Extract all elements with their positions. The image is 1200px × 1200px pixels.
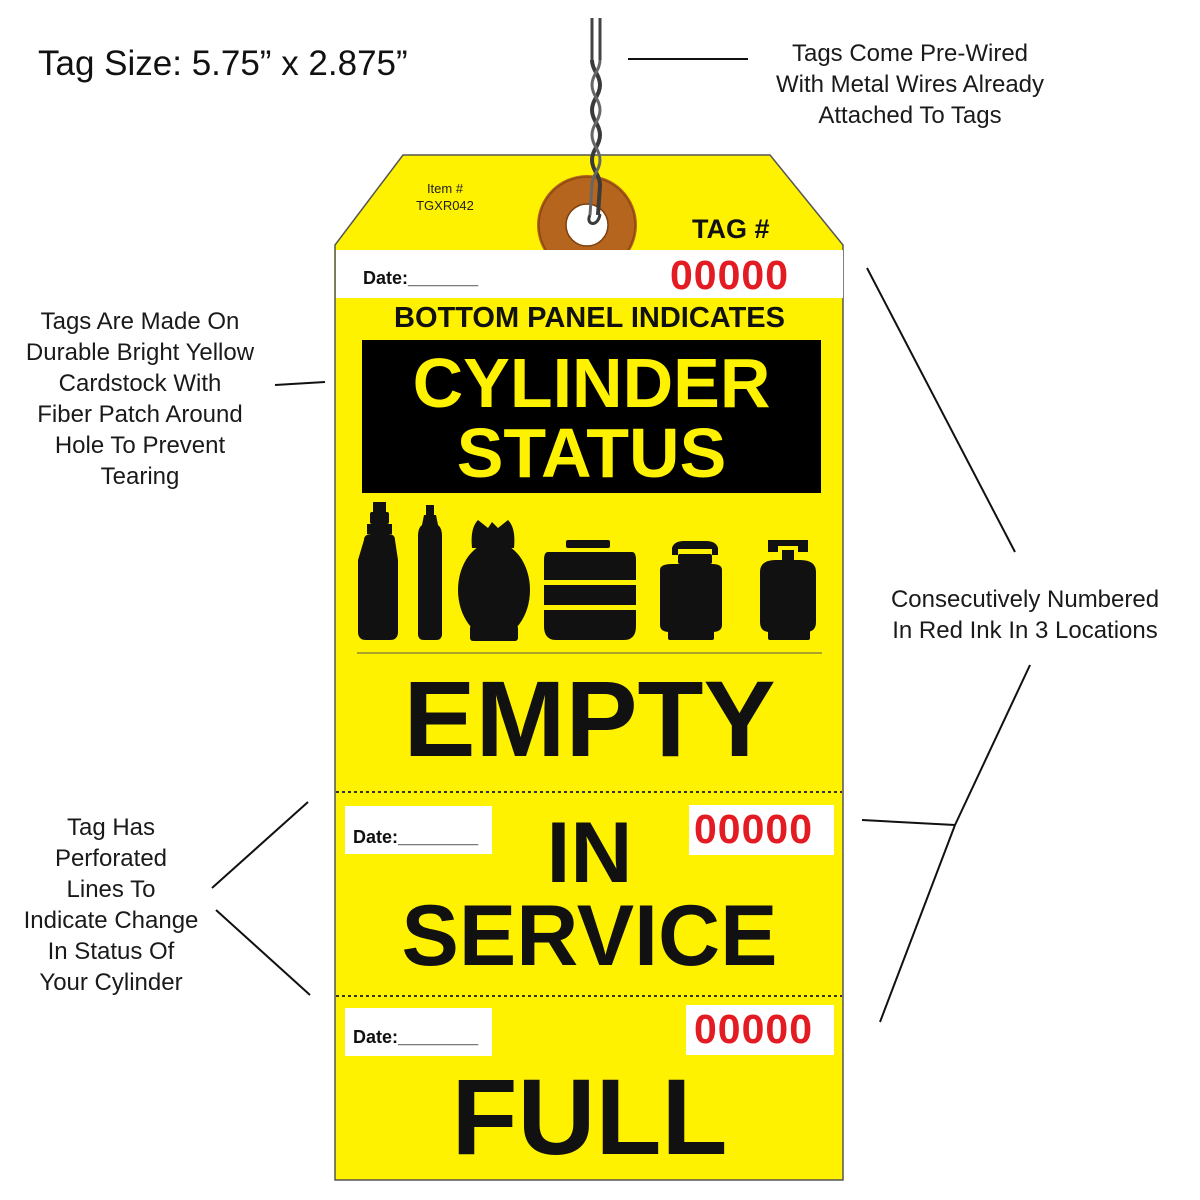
cardstock-note-line: Tearing — [100, 463, 180, 490]
title-line-cylinder: CYLINDER — [412, 344, 771, 422]
bottom-number-box — [686, 1005, 834, 1055]
cardstock-note: Tags Are Made On Durable Bright Yellow C… — [10, 306, 270, 492]
cardstock-note-line: Cardstock With — [58, 370, 222, 397]
middle-number-box — [689, 805, 834, 855]
date-field-top: Date:_______ — [363, 268, 479, 288]
title-bar — [362, 340, 821, 493]
numbering-note: Consecutively Numbered In Red Ink In 3 L… — [870, 584, 1180, 646]
date-field-middle: Date:________ — [353, 827, 479, 847]
propane-tank-icon — [760, 540, 816, 640]
slim-cylinder-icon — [418, 505, 442, 640]
status-full: FULL — [451, 1056, 728, 1177]
item-code: TGXR042 — [416, 198, 474, 213]
tag-number-middle: 00000 — [694, 806, 814, 852]
status-in: IN — [546, 805, 633, 901]
item-number: Item # TGXR042 — [405, 180, 485, 214]
status-empty: EMPTY — [403, 658, 776, 779]
tag-number-top: 00000 — [670, 252, 790, 298]
perforated-note-line: Lines To — [66, 876, 156, 903]
top-white-strip — [336, 250, 843, 298]
wire-note-line: With Metal Wires Already — [775, 71, 1045, 98]
forklift-propane-tank-icon — [660, 541, 722, 640]
wire-note-line: Attached To Tags — [818, 102, 1002, 129]
wire-note-line: Tags Come Pre-Wired — [791, 40, 1029, 67]
tall-bottle-cylinder-icon — [358, 502, 398, 640]
numbering-note-line: In Red Ink In 3 Locations — [892, 617, 1158, 644]
perforated-note: Tag Has Perforated Lines To Indicate Cha… — [6, 812, 216, 998]
status-service: SERVICE — [401, 888, 778, 984]
bottom-date-box — [345, 1008, 492, 1056]
cardstock-note-line: Tags Are Made On — [40, 308, 240, 335]
perforated-note-line: Perforated — [54, 845, 168, 872]
date-field-bottom: Date:________ — [353, 1027, 479, 1047]
tag-number-bottom: 00000 — [694, 1006, 814, 1052]
perforated-note-line: Tag Has — [66, 814, 156, 841]
perforated-note-line: Your Cylinder — [39, 969, 183, 996]
keg-icon — [544, 540, 636, 640]
tag-number-label: TAG # — [692, 214, 770, 244]
title-line-status: STATUS — [456, 414, 727, 492]
item-label: Item # — [426, 181, 464, 196]
refrigerant-tank-icon — [458, 520, 530, 641]
perforated-note-line: In Status Of — [47, 938, 175, 965]
cardstock-note-line: Durable Bright Yellow — [25, 339, 255, 366]
cardstock-note-line: Fiber Patch Around — [37, 401, 243, 428]
tag-size-label: Tag Size: 5.75” x 2.875” — [38, 44, 408, 83]
wire-note: Tags Come Pre-Wired With Metal Wires Alr… — [760, 38, 1060, 131]
cardstock-note-line: Hole To Prevent — [54, 432, 226, 459]
bottom-panel-heading: BOTTOM PANEL INDICATES — [394, 302, 785, 334]
perforated-note-line: Indicate Change — [23, 907, 199, 934]
numbering-note-line: Consecutively Numbered — [890, 586, 1160, 613]
middle-date-box — [345, 806, 492, 854]
